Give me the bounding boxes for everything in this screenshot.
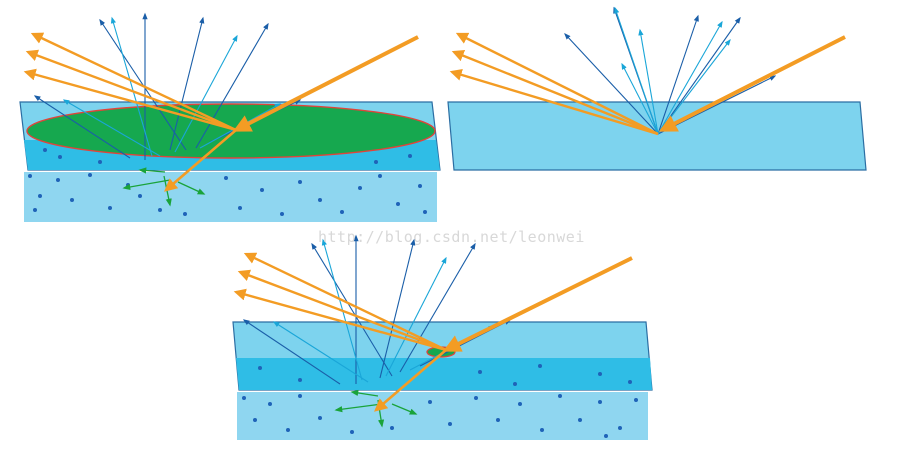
panel-surface-only xyxy=(447,6,867,171)
incident-ray xyxy=(658,35,846,132)
panel-small-footprint xyxy=(232,234,653,440)
watermark-text: http://blog.csdn.net/leonwei xyxy=(318,228,585,246)
specular-reflection-rays xyxy=(233,252,447,352)
subsurface-volume xyxy=(237,392,648,440)
incident-ray xyxy=(374,256,633,412)
incident-ray xyxy=(164,35,419,192)
specular-reflection-rays xyxy=(23,32,237,132)
surface-band xyxy=(236,358,652,390)
panel-large-footprint xyxy=(19,12,441,222)
subsurface-volume xyxy=(24,172,437,222)
specular-reflection-rays xyxy=(449,32,659,136)
subsurface-particles xyxy=(242,364,638,438)
surface-slab xyxy=(447,101,867,171)
